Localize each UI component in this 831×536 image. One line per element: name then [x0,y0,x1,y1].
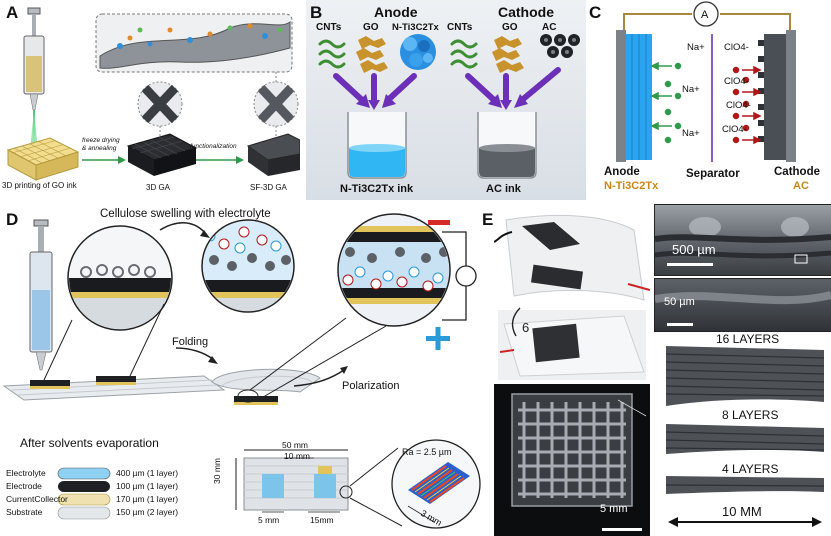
arrow-freeze-label: freeze drying & annealing [82,137,120,152]
layer-value-electrolyte: 400 µm (1 layer) [116,468,179,478]
layer-name-electrode: Electrode [6,481,42,491]
go-lattice [6,137,80,181]
cathode-ac-label: AC [542,22,557,33]
dim-mid-label: 15mm [310,515,334,525]
anode-ntic-label: N-Ti3C2Tx [392,22,439,33]
dim-small-label: 5 mm [258,515,280,525]
polarization-label: Polarization [342,380,400,392]
layers4-label: 4 LAYERS [722,462,779,476]
cathode-cnts-label: CNTs [447,22,473,33]
layer-name-substrate: Substrate [6,507,43,517]
layer-stacks [665,346,825,527]
ammeter-label: A [701,9,709,21]
layer-value-electrode: 100 µm (1 layer) [116,481,179,491]
na-ion-label-2: Na+ [682,84,700,95]
layer-value-collector: 170 µm (1 layer) [116,494,179,504]
dim-height-label: 30 mm [212,458,222,484]
sem-scale-500: 500 µm [672,242,716,257]
scale-right-label: 10 MM [722,504,762,519]
panel-e-photos [494,204,650,536]
panel-a-illustration [6,7,300,181]
sem-image-top [654,204,831,276]
cathode-title: Cathode [498,4,554,20]
c-cathode-label: Cathode [774,166,820,178]
step-sf3dga-label: SF-3D GA [250,183,287,192]
c-cathode-material: AC [793,180,809,192]
cathode-go-label: GO [502,22,518,33]
sem-scale-50: 50 µm [664,296,695,308]
anode-title: Anode [374,4,418,20]
anode-go-label: GO [363,22,379,33]
layer-name-collector: CurrentCollector [6,494,68,504]
scale-bottom-label: 5 mm [600,503,628,515]
panel-b-label: B [310,3,323,22]
separator-label: Separator [686,168,740,180]
clo4-ion-label-4: ClO4- [722,124,747,135]
layer-name-electrolyte: Electrolyte [6,468,46,478]
c-anode-label: Anode [604,166,640,178]
device-number: 6 [522,320,530,335]
anode-cnts-label: CNTs [316,22,342,33]
panel-c-illustration [616,1,796,162]
dim-width-label: 50 mm [282,440,308,450]
folding-label: Folding [172,336,209,348]
clo4-ion-label-2: ClO4- [724,76,749,87]
swelling-label: Cellulose swelling with electrolyte [100,208,271,220]
c-anode-material: N-Ti3C2Tx [604,180,659,192]
roughness-label: Ra = 2.5 µm [402,447,452,457]
panel-d-illustration [2,213,481,529]
sem-image-zoom [654,278,831,332]
panel-e-label: E [482,210,494,229]
clo4-ion-label-3: ClO4- [726,100,751,111]
arrow-function-label: functionalization [190,143,237,150]
na-ion-label-1: Na+ [687,42,705,53]
panel-a-label: A [6,3,19,22]
panel-b-illustration [318,34,580,179]
layers8-label: 8 LAYERS [722,408,779,422]
panel-d-label: D [6,210,19,229]
step-3dga-label: 3D GA [146,183,171,192]
dim-gap-label: 10 mm [284,451,310,461]
na-ion-label-3: Na+ [682,128,700,139]
anode-ink-label: N-Ti3C2Tx ink [340,183,414,195]
step-print-label: 3D printing of GO ink [2,181,77,190]
cathode-ink-label: AC ink [486,183,521,195]
evaporation-title: After solvents evaporation [20,436,159,450]
layer-value-substrate: 150 µm (2 layer) [116,507,179,517]
layers16-label: 16 LAYERS [716,332,780,346]
panel-c-label: C [589,3,602,22]
clo4-ion-label-1: ClO4- [724,42,749,53]
